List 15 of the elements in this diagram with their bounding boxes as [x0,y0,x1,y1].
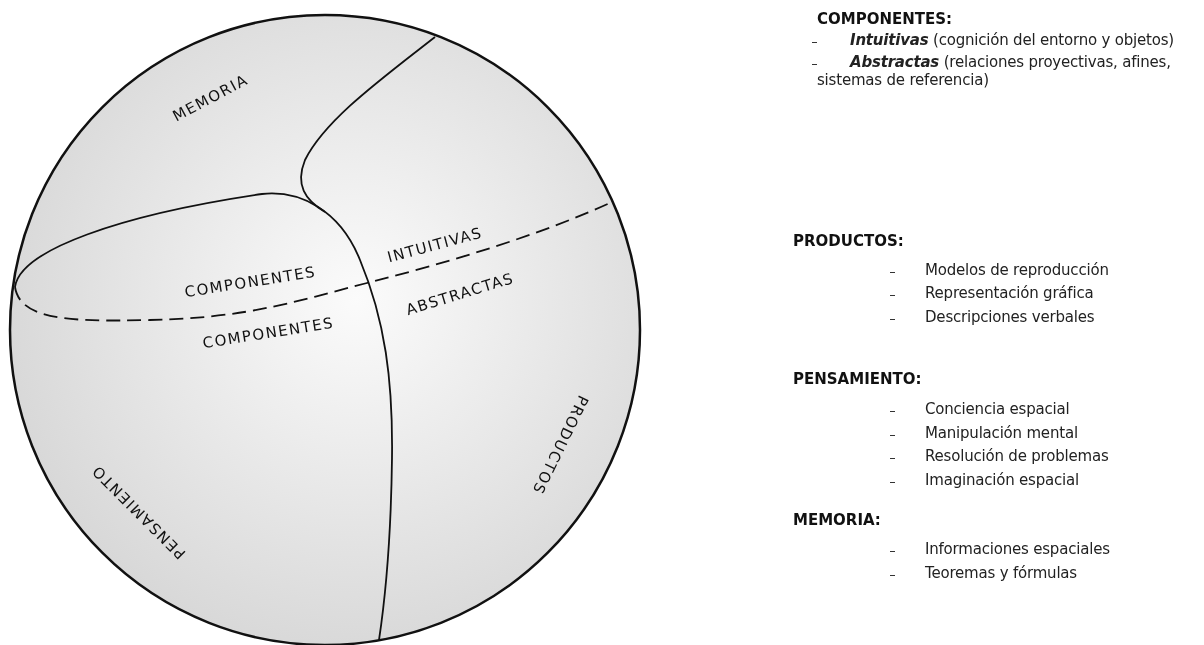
list-item: Informaciones espaciales [925,540,1110,558]
list-item: Conciencia espacial [925,400,1070,418]
section-heading: COMPONENTES: [817,10,953,28]
list-item: Abstractas (relaciones proyectivas, afines, sistemas de referencia) [817,53,1172,89]
list-item: Resolución de problemas [925,447,1109,465]
list-item: Teoremas y fórmulas [925,564,1077,582]
list-item: Representación gráfica [925,284,1094,302]
section-heading: PENSAMIENTO: [793,370,922,388]
list-item: Imaginación espacial [925,471,1079,489]
list-item: Intuitivas (cognición del entorno y objetos) [849,31,1174,49]
list-item: Modelos de reproducción [925,261,1109,279]
section-heading: PRODUCTOS: [793,232,904,250]
section-heading: MEMORIA: [793,511,881,529]
list-item: Descripciones verbales [925,308,1095,326]
list-item: Manipulación mental [925,424,1078,442]
